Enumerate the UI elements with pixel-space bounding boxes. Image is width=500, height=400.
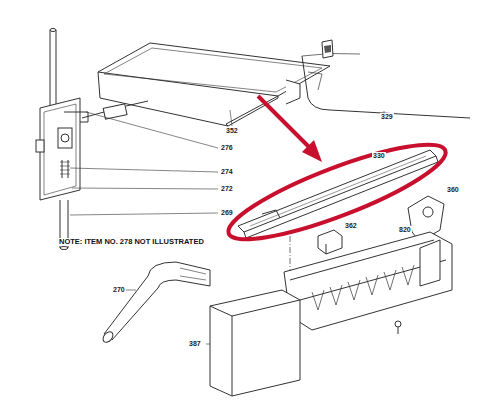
- leader-lines: [70, 110, 232, 215]
- callout-number: 820: [398, 226, 412, 234]
- switch-bracket: [36, 29, 88, 250]
- callout-number: 360: [446, 186, 460, 194]
- callout-number: 269: [220, 209, 234, 217]
- cover-panel: [302, 40, 470, 118]
- highlight-arrow: [258, 96, 322, 162]
- callout-number: 274: [220, 168, 234, 176]
- note-text: NOTE: ITEM NO. 278 NOT ILLUSTRATED: [58, 238, 205, 246]
- callout-number: 270: [112, 286, 126, 294]
- callout-number: 352: [225, 127, 239, 135]
- callout-number: 276: [220, 144, 234, 152]
- front-cover: [206, 290, 300, 396]
- small-bracket: [318, 230, 342, 254]
- ice-maker-body: [284, 232, 452, 334]
- callout-number: 272: [220, 185, 234, 193]
- callout-number: 387: [188, 340, 202, 348]
- callout-number: 329: [380, 113, 394, 121]
- ice-tray: [98, 43, 330, 126]
- callout-number: 362: [344, 222, 358, 230]
- tray-wire: [82, 101, 148, 119]
- fill-tube: [101, 262, 210, 344]
- callout-number: 330: [372, 152, 386, 160]
